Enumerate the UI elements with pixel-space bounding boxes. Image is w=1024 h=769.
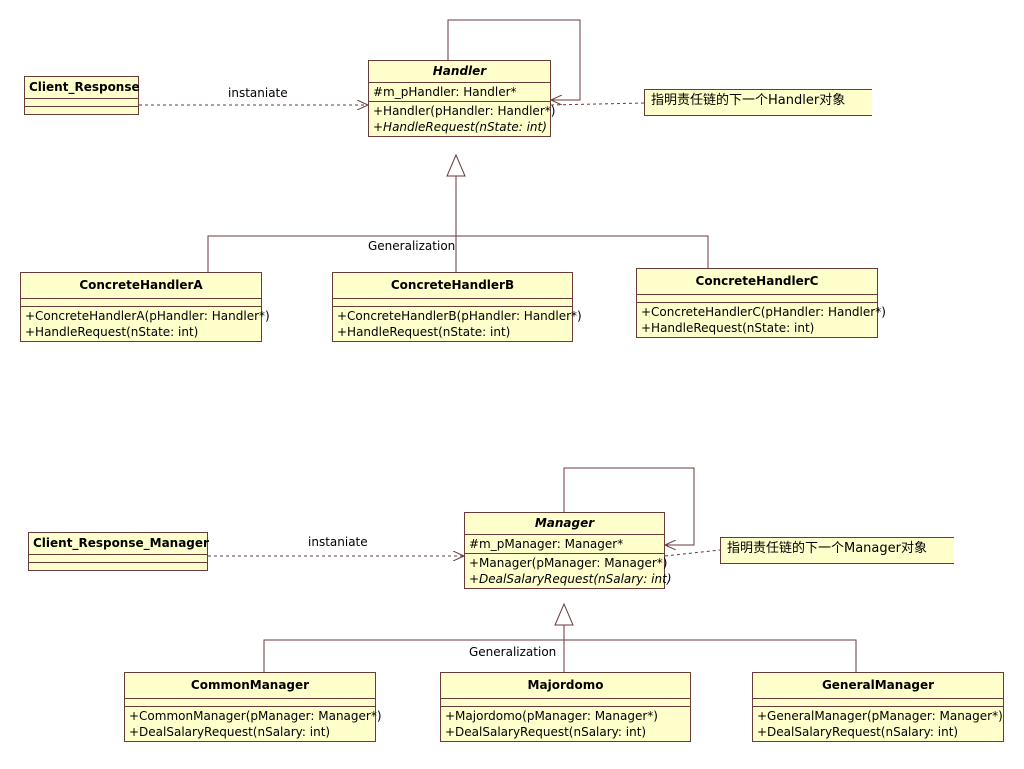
note-text: 指明责任链的下一个Manager对象: [727, 541, 927, 556]
class-name: ConcreteHandlerB: [390, 278, 515, 292]
attributes-compartment: [29, 554, 207, 562]
operation: +Handler(pHandler: Handler*): [373, 104, 556, 118]
attributes-compartment: [637, 294, 877, 302]
attribute: #m_pManager: Manager*: [469, 537, 624, 551]
operation: +ConcreteHandlerC(pHandler: Handler*): [641, 305, 886, 319]
instantiate-label-2: instaniate: [308, 535, 368, 549]
class-name: Handler: [432, 64, 487, 78]
class-name: GeneralManager: [821, 678, 935, 692]
client-response-class[interactable]: Client_Response: [24, 76, 140, 115]
operation: +Majordomo(pManager: Manager*): [445, 709, 658, 723]
attributes-compartment: [333, 298, 572, 306]
attributes-compartment: #m_pManager: Manager*: [465, 534, 664, 553]
attributes-compartment: [25, 98, 138, 106]
operation: +HandleRequest(nState: int): [337, 325, 511, 339]
class-name: Majordomo: [527, 678, 604, 692]
operations-compartment: +ConcreteHandlerC(pHandler: Handler*) +H…: [637, 302, 886, 337]
concrete-handler-c-class[interactable]: ConcreteHandlerC +ConcreteHandlerC(pHand…: [636, 268, 886, 338]
operation: +HandleRequest(nState: int): [641, 321, 815, 335]
class-name: CommonManager: [190, 678, 310, 692]
operation: +Manager(pManager: Manager*): [469, 556, 668, 570]
attributes-compartment: [753, 698, 1003, 706]
class-name: ConcreteHandlerA: [79, 278, 203, 292]
note-link-1: [550, 102, 645, 106]
attributes-compartment: [125, 698, 375, 706]
class-name: Manager: [534, 516, 595, 530]
generalization-triangle-1: [446, 153, 466, 177]
generalization-triangle-2: [554, 602, 574, 626]
common-manager-class[interactable]: CommonManager +CommonManager(pManager: M…: [124, 672, 382, 742]
note-text: 指明责任链的下一个Handler对象: [651, 93, 846, 108]
operation: +DealSalaryRequest(nSalary: int): [757, 725, 959, 739]
operations-compartment: +Majordomo(pManager: Manager*) +DealSala…: [441, 706, 690, 741]
client-response-manager-class[interactable]: Client_Response_Manager: [28, 532, 209, 571]
operation: +DealSalaryRequest(nSalary: int): [129, 725, 331, 739]
operations-compartment: +CommonManager(pManager: Manager*) +Deal…: [125, 706, 382, 741]
class-name: ConcreteHandlerC: [695, 274, 819, 288]
operations-compartment: +Handler(pHandler: Handler*) +HandleRequ…: [369, 101, 556, 136]
operation: +GeneralManager(pManager: Manager*): [757, 709, 1003, 723]
generalization-label-2: Generalization: [469, 645, 557, 659]
general-manager-class[interactable]: GeneralManager +GeneralManager(pManager:…: [752, 672, 1004, 742]
class-name: Client_Response_Manager: [33, 536, 209, 550]
operations-compartment: +GeneralManager(pManager: Manager*) +Dea…: [753, 706, 1003, 741]
concrete-handler-a-class[interactable]: ConcreteHandlerA +ConcreteHandlerA(pHand…: [20, 272, 270, 342]
operation: +ConcreteHandlerB(pHandler: Handler*): [337, 309, 582, 323]
class-name: Client_Response: [29, 80, 140, 94]
operation: +ConcreteHandlerA(pHandler: Handler*): [25, 309, 270, 323]
operation: +CommonManager(pManager: Manager*): [129, 709, 382, 723]
operations-compartment: +Manager(pManager: Manager*) +DealSalary…: [465, 553, 672, 588]
generalization-branch-1: [207, 235, 709, 272]
generalization-label-1: Generalization: [368, 239, 456, 253]
operation: +DealSalaryRequest(nSalary: int): [469, 572, 672, 586]
instantiate-label-1: instaniate: [228, 86, 288, 100]
note-manager: 指明责任链的下一个Manager对象: [720, 537, 954, 564]
operations-compartment: [29, 562, 207, 570]
operations-compartment: [25, 106, 138, 114]
attributes-compartment: #m_pHandler: Handler*: [369, 82, 550, 101]
operation: +HandleRequest(nState: int): [25, 325, 199, 339]
operation: +HandleRequest(nState: int): [373, 120, 547, 134]
manager-class[interactable]: Manager #m_pManager: Manager* +Manager(p…: [464, 512, 672, 589]
note-link-2: [664, 549, 721, 557]
operation: +DealSalaryRequest(nSalary: int): [445, 725, 647, 739]
note-handler: 指明责任链的下一个Handler对象: [644, 89, 872, 116]
majordomo-class[interactable]: Majordomo +Majordomo(pManager: Manager*)…: [440, 672, 691, 742]
generalization-branch-2: [263, 639, 857, 672]
concrete-handler-b-class[interactable]: ConcreteHandlerB +ConcreteHandlerB(pHand…: [332, 272, 582, 342]
attributes-compartment: [21, 298, 261, 306]
operations-compartment: +ConcreteHandlerA(pHandler: Handler*) +H…: [21, 306, 270, 341]
handler-class[interactable]: Handler #m_pHandler: Handler* +Handler(p…: [368, 60, 556, 137]
attributes-compartment: [441, 698, 690, 706]
attribute: #m_pHandler: Handler*: [373, 85, 517, 99]
operations-compartment: +ConcreteHandlerB(pHandler: Handler*) +H…: [333, 306, 582, 341]
